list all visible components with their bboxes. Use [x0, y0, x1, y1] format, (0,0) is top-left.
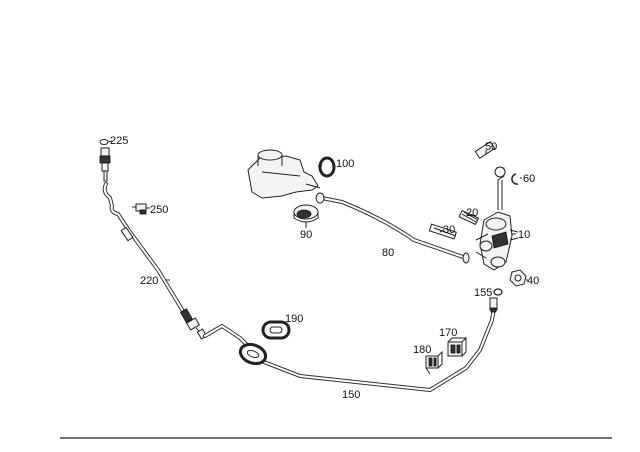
- label-170: 170: [439, 327, 457, 339]
- washer-155: [493, 288, 503, 296]
- label-30: 30: [443, 224, 455, 236]
- label-10: 10: [518, 229, 530, 241]
- label-20: 20: [466, 207, 478, 219]
- label-250: 250: [150, 204, 168, 216]
- fitting-250: [132, 203, 147, 215]
- seal-ring-100: [318, 156, 336, 178]
- label-90: 90: [300, 229, 312, 241]
- o-ring-225: [99, 139, 109, 145]
- leader-lines: [107, 140, 528, 281]
- line-clip-180: [425, 350, 443, 375]
- label-190: 190: [285, 313, 303, 325]
- hydraulic-line-220: [102, 182, 208, 340]
- label-225: 225: [110, 135, 128, 147]
- label-100: 100: [336, 158, 354, 170]
- label-180: 180: [413, 344, 431, 356]
- line-clip-170: [447, 337, 468, 357]
- grommet-on-line: [238, 342, 268, 366]
- label-60: 60: [523, 173, 535, 185]
- bolt-30: [428, 223, 457, 240]
- nut-40: [509, 269, 527, 287]
- reservoir-cap-90: [293, 204, 319, 223]
- retaining-clip-60: [511, 173, 519, 185]
- fluid-reservoir: [247, 149, 321, 199]
- label-220: 220: [140, 275, 158, 287]
- label-155: 155: [474, 287, 492, 299]
- label-150: 150: [342, 389, 360, 401]
- grommet-190: [261, 320, 291, 340]
- bolt-20: [458, 209, 480, 226]
- bleeder-fitting: [99, 147, 111, 182]
- label-40: 40: [527, 275, 539, 287]
- feed-hose-80: [315, 192, 470, 264]
- hydraulic-line-150: [203, 297, 498, 392]
- label-80: 80: [382, 247, 394, 259]
- clutch-master-cylinder-10: [475, 211, 519, 271]
- label-50: 50: [485, 141, 497, 153]
